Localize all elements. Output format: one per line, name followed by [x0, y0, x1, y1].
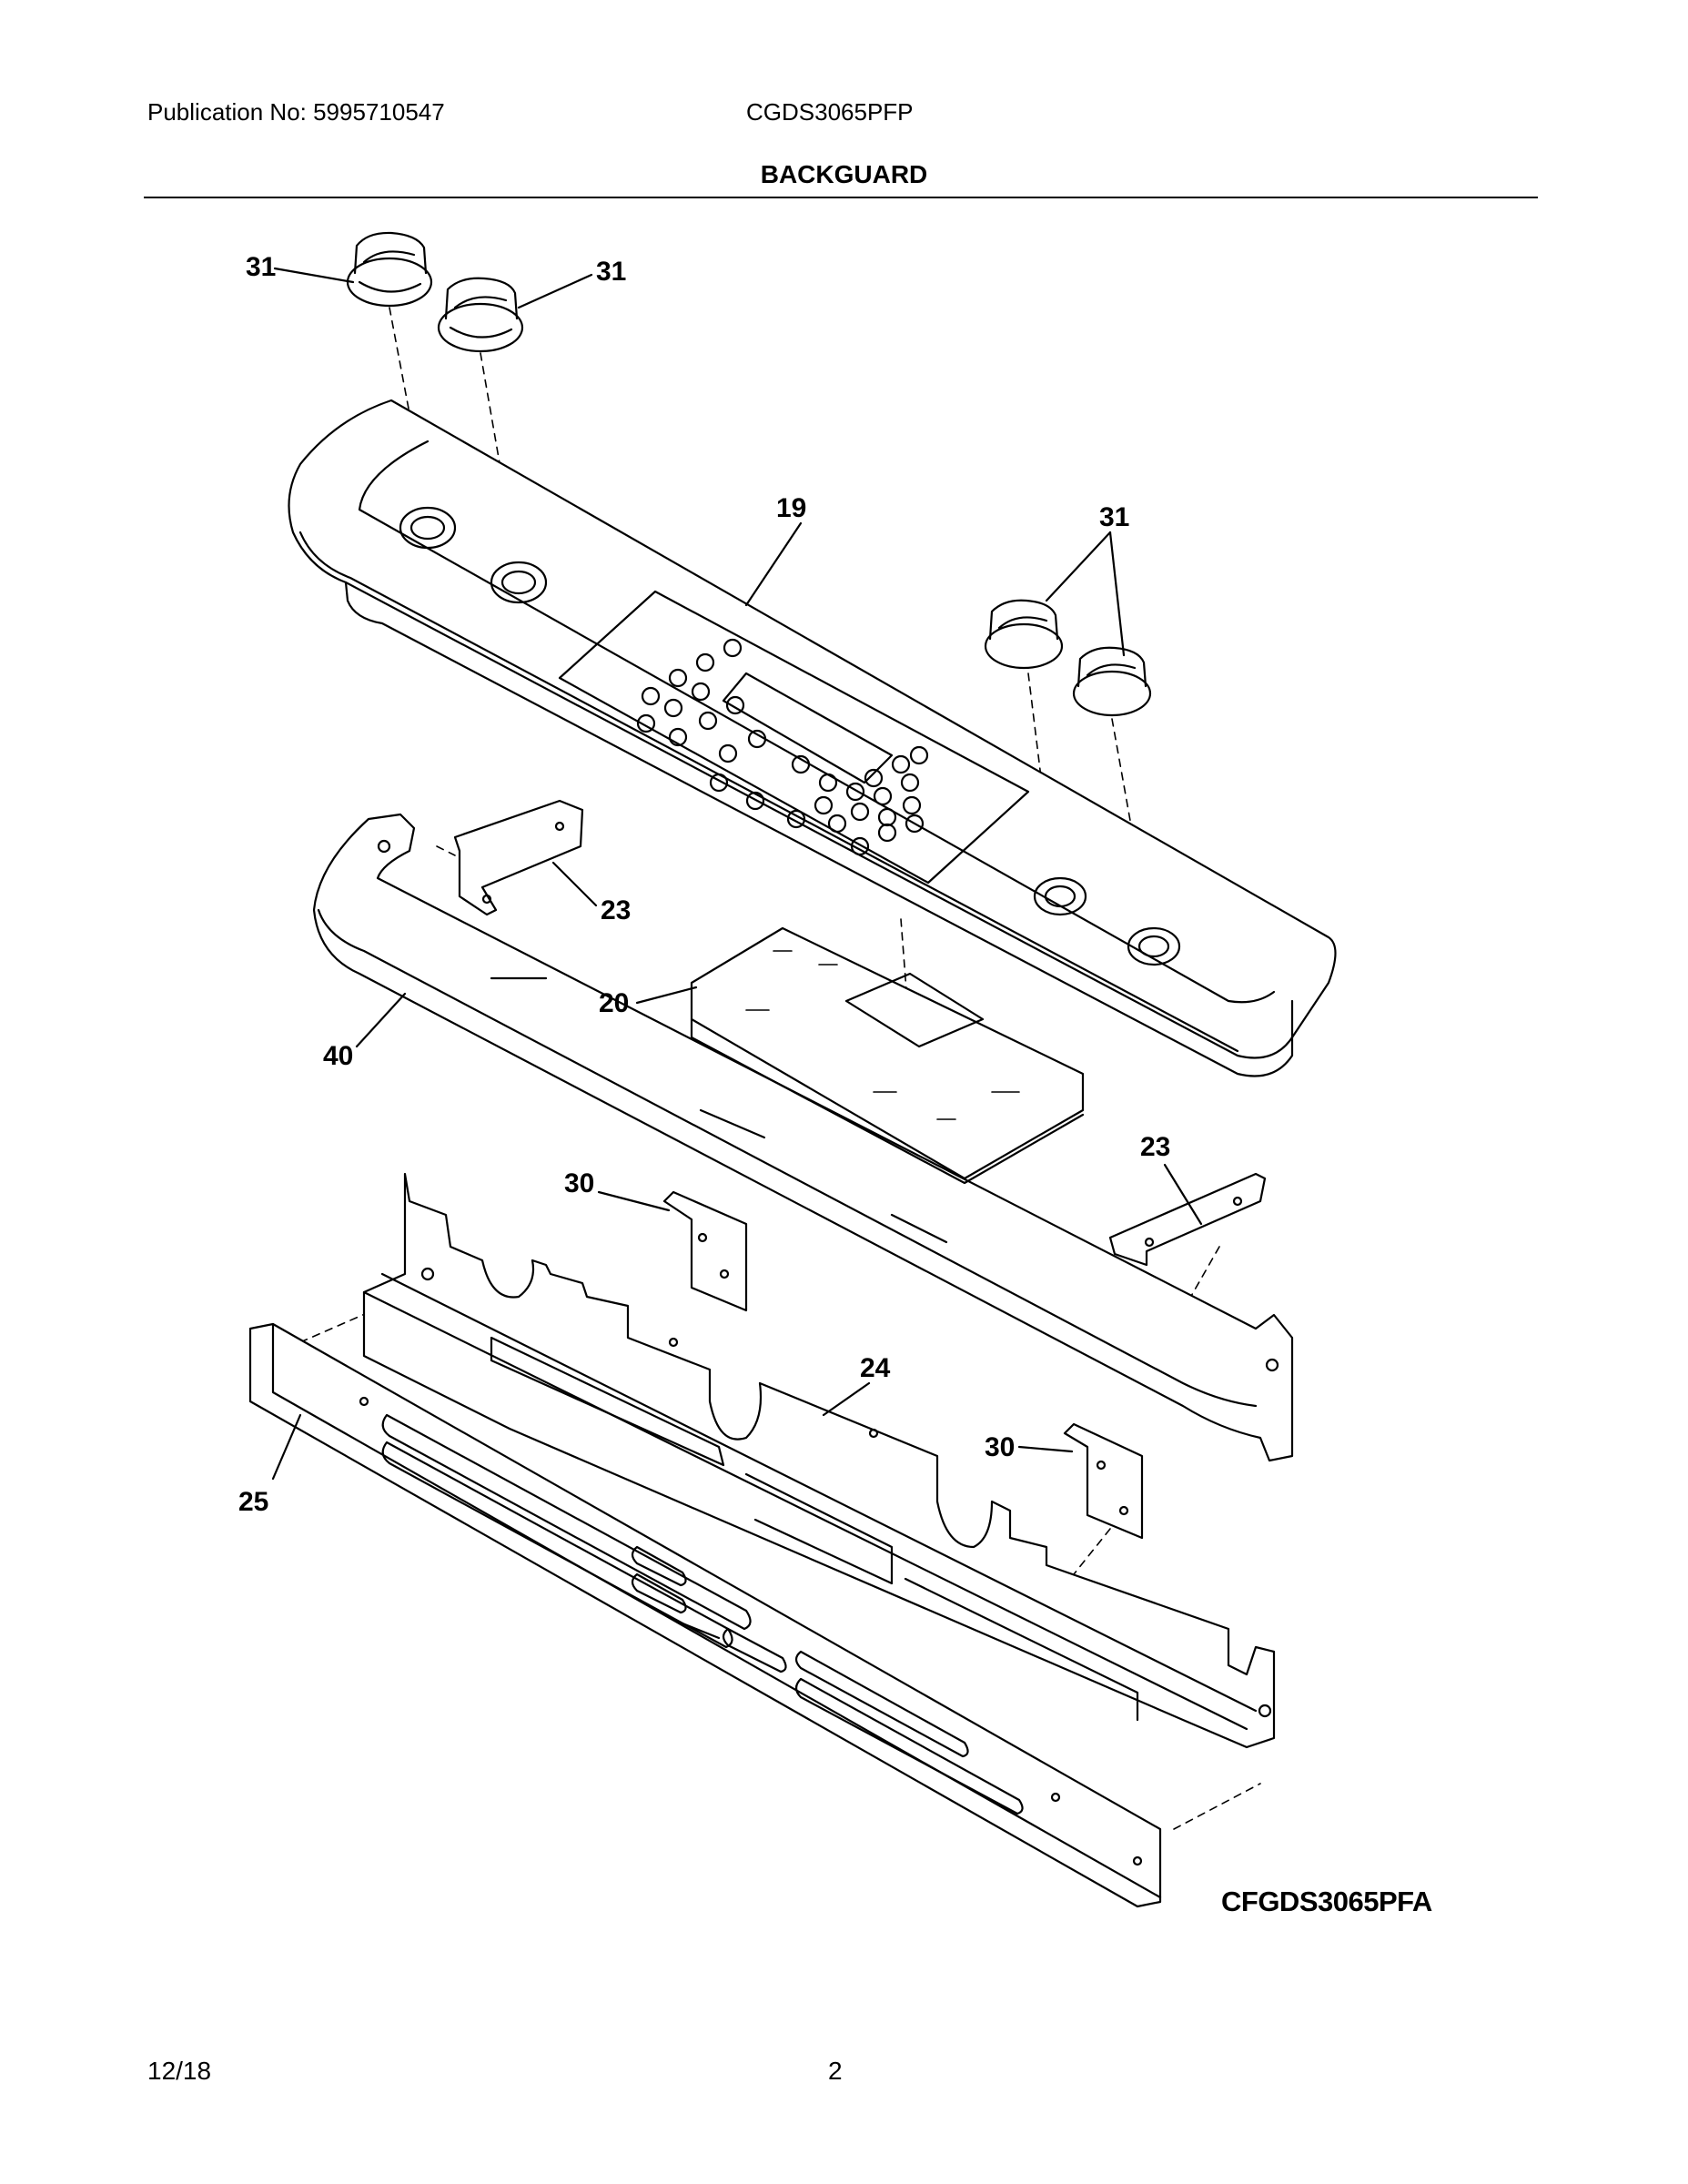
callout-31: 31 — [596, 257, 626, 287]
support-part — [362, 1172, 1276, 1749]
callout-31: 31 — [1099, 502, 1129, 532]
page-number: 2 — [828, 2057, 843, 2085]
drawing-id: CFGDS3065PFA — [1221, 1886, 1432, 1917]
spacer-part — [1063, 1422, 1144, 1540]
model-number: CGDS3065PFP — [746, 98, 914, 126]
footer-date: 12/18 — [147, 2057, 212, 2085]
section-title: BACKGUARD — [760, 160, 928, 188]
bracket-part — [1108, 1172, 1267, 1267]
knob-part — [437, 277, 524, 353]
leader-lines — [271, 267, 1203, 1481]
callout-25: 25 — [238, 1487, 268, 1517]
vent-panel — [248, 1322, 1162, 1908]
control-board — [690, 926, 1085, 1185]
callout-40: 40 — [323, 1041, 353, 1071]
knob-part — [984, 599, 1064, 670]
callout-19: 19 — [776, 493, 806, 523]
spacer-part — [662, 1190, 748, 1312]
callout-23: 23 — [601, 895, 631, 925]
callout-20: 20 — [599, 988, 629, 1018]
trim-part — [312, 813, 1294, 1462]
publication-number: Publication No: 5995710547 — [147, 98, 445, 126]
vent-slots — [381, 1413, 1024, 1815]
bracket-part — [453, 799, 584, 916]
callout-30: 30 — [985, 1432, 1015, 1462]
callout-23: 23 — [1140, 1132, 1170, 1162]
callout-31: 31 — [246, 252, 276, 282]
callout-24: 24 — [860, 1353, 891, 1383]
header-rule — [144, 197, 1538, 198]
callout-30: 30 — [564, 1168, 594, 1198]
keypad-buttons — [636, 638, 929, 856]
backguard-panel — [288, 399, 1337, 1077]
knob-part — [1072, 646, 1152, 717]
knob-part — [346, 231, 433, 308]
